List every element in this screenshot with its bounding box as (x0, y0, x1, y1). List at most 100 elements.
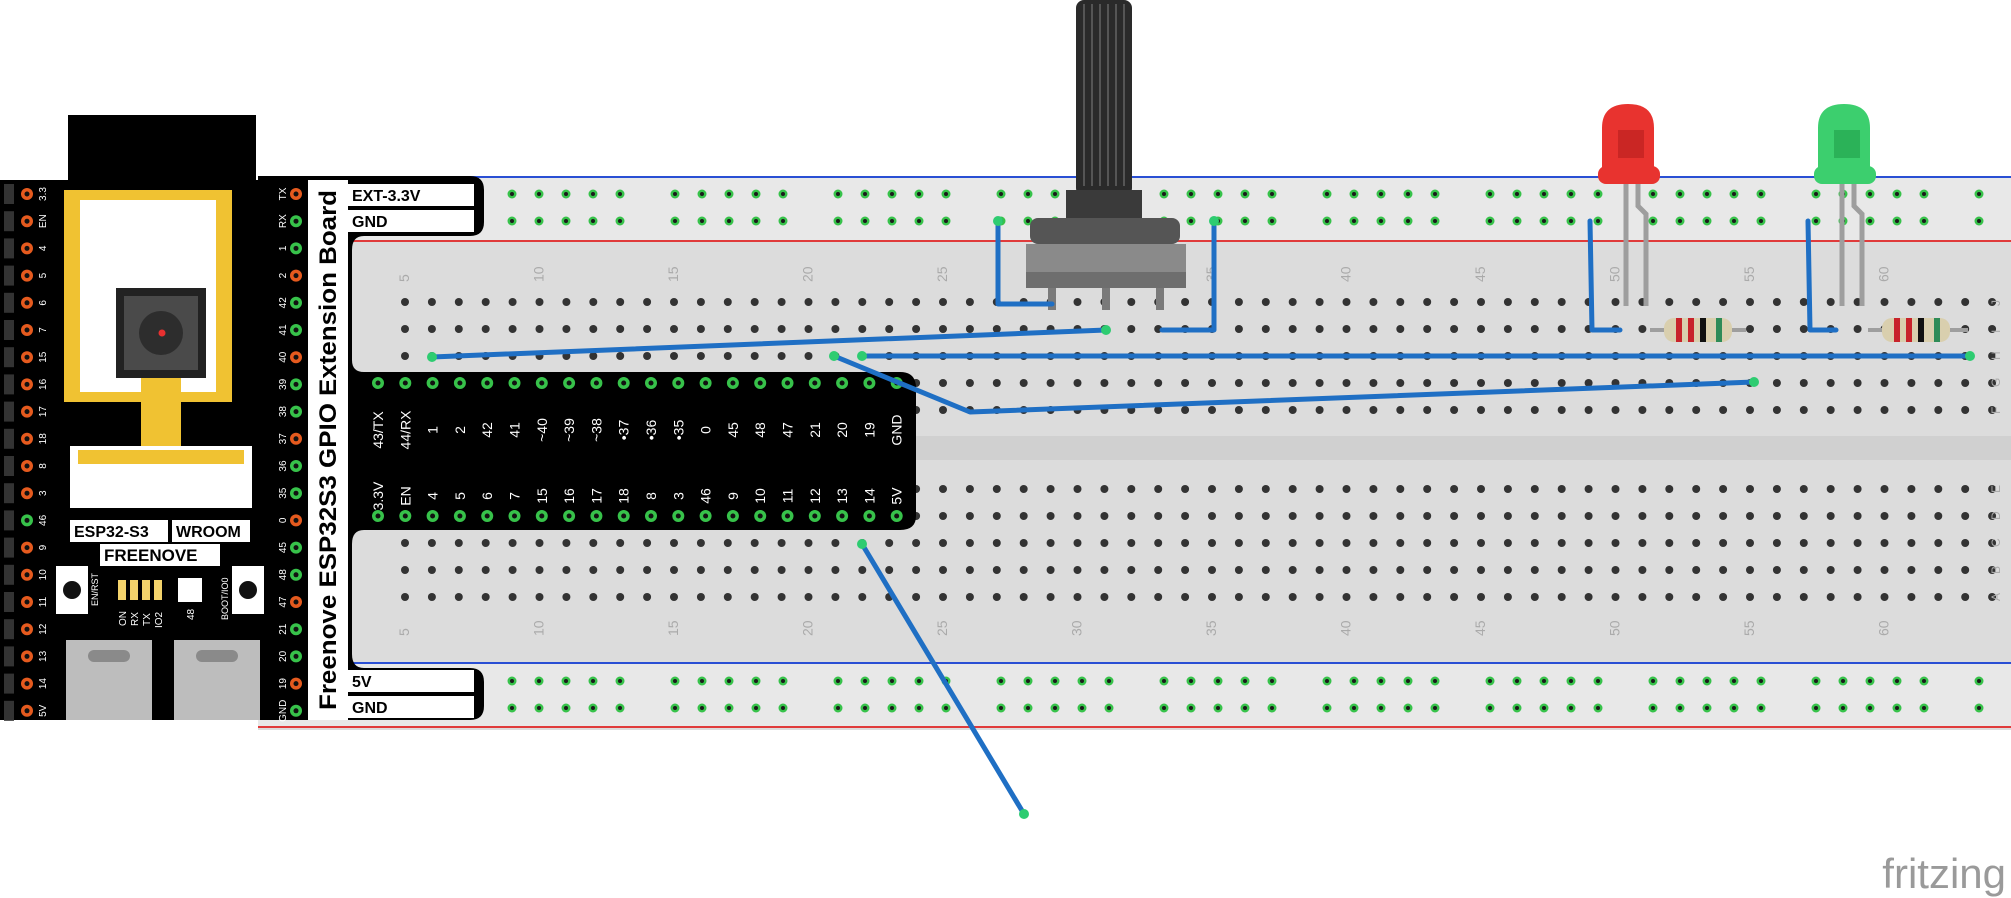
breadboard-hole[interactable] (1477, 512, 1485, 520)
breadboard-hole[interactable] (1530, 539, 1539, 547)
breadboard-hole[interactable] (1477, 485, 1485, 493)
breadboard-hole[interactable] (401, 352, 409, 360)
breadboard-hole[interactable] (1315, 593, 1324, 601)
breadboard-hole[interactable] (1100, 566, 1109, 574)
breadboard-hole[interactable] (1154, 406, 1163, 414)
breadboard-hole[interactable] (912, 566, 921, 574)
breadboard-hole[interactable] (939, 539, 947, 547)
breadboard-hole[interactable] (1477, 566, 1485, 574)
breadboard-hole[interactable] (1073, 566, 1082, 574)
breadboard-hole[interactable] (535, 566, 544, 574)
breadboard-hole[interactable] (992, 485, 1001, 493)
breadboard-hole[interactable] (1557, 325, 1566, 333)
breadboard-hole[interactable] (1665, 593, 1674, 601)
breadboard-hole[interactable] (643, 566, 652, 574)
breadboard-hole[interactable] (1261, 406, 1270, 414)
breadboard-hole[interactable] (562, 566, 571, 574)
breadboard-hole[interactable] (1503, 566, 1512, 574)
breadboard-hole[interactable] (1127, 379, 1136, 387)
breadboard-hole[interactable] (643, 352, 652, 360)
breadboard-hole[interactable] (1234, 539, 1243, 547)
breadboard-hole[interactable] (1288, 593, 1297, 601)
breadboard-hole[interactable] (858, 298, 867, 306)
breadboard-hole[interactable] (885, 298, 894, 306)
breadboard-hole[interactable] (1584, 485, 1593, 493)
breadboard-hole[interactable] (1692, 512, 1701, 520)
breadboard-hole[interactable] (1181, 593, 1190, 601)
breadboard-hole[interactable] (1557, 566, 1566, 574)
breadboard-hole[interactable] (1423, 298, 1432, 306)
breadboard-hole[interactable] (1100, 539, 1109, 547)
breadboard-hole[interactable] (777, 539, 786, 547)
breadboard-hole[interactable] (1315, 485, 1324, 493)
breadboard-hole[interactable] (912, 325, 921, 333)
breadboard-hole[interactable] (1288, 298, 1297, 306)
breadboard-hole[interactable] (1934, 485, 1943, 493)
breadboard-hole[interactable] (454, 566, 463, 574)
breadboard-hole[interactable] (992, 379, 1001, 387)
breadboard-hole[interactable] (777, 566, 786, 574)
breadboard-hole[interactable] (1638, 512, 1647, 520)
breadboard-hole[interactable] (1154, 539, 1163, 547)
breadboard-hole[interactable] (1772, 485, 1781, 493)
breadboard-hole[interactable] (1853, 406, 1862, 414)
breadboard-hole[interactable] (1934, 379, 1943, 387)
breadboard-hole[interactable] (696, 298, 705, 306)
breadboard-hole[interactable] (1019, 593, 1028, 601)
breadboard-hole[interactable] (562, 539, 571, 547)
breadboard-hole[interactable] (1880, 593, 1889, 601)
breadboard-hole[interactable] (1907, 593, 1916, 601)
breadboard-hole[interactable] (723, 593, 732, 601)
breadboard-hole[interactable] (1557, 485, 1566, 493)
breadboard-hole[interactable] (1746, 485, 1754, 493)
breadboard-hole[interactable] (1853, 539, 1862, 547)
breadboard-hole[interactable] (1530, 512, 1539, 520)
breadboard-hole[interactable] (1772, 325, 1781, 333)
breadboard-hole[interactable] (1692, 406, 1701, 414)
breadboard-hole[interactable] (1450, 512, 1459, 520)
breadboard-hole[interactable] (1907, 539, 1916, 547)
breadboard-hole[interactable] (670, 593, 678, 601)
breadboard-hole[interactable] (1450, 406, 1459, 414)
breadboard-hole[interactable] (1826, 566, 1835, 574)
breadboard-hole[interactable] (992, 566, 1001, 574)
breadboard-hole[interactable] (1611, 298, 1620, 306)
breadboard-hole[interactable] (1961, 298, 1970, 306)
breadboard-hole[interactable] (1799, 539, 1808, 547)
breadboard-hole[interactable] (1181, 566, 1190, 574)
breadboard-hole[interactable] (1046, 485, 1055, 493)
breadboard-hole[interactable] (616, 566, 625, 574)
breadboard-hole[interactable] (1853, 325, 1862, 333)
breadboard-hole[interactable] (1288, 512, 1297, 520)
breadboard-hole[interactable] (1611, 566, 1620, 574)
breadboard-hole[interactable] (1530, 593, 1539, 601)
breadboard-hole[interactable] (804, 539, 813, 547)
breadboard-hole[interactable] (1584, 566, 1593, 574)
breadboard-hole[interactable] (1934, 539, 1943, 547)
breadboard-hole[interactable] (1503, 539, 1512, 547)
breadboard-hole[interactable] (1423, 406, 1432, 414)
breadboard-hole[interactable] (831, 325, 840, 333)
breadboard-hole[interactable] (723, 539, 732, 547)
breadboard-hole[interactable] (1450, 539, 1459, 547)
breadboard-hole[interactable] (992, 539, 1001, 547)
breadboard-hole[interactable] (1772, 539, 1781, 547)
breadboard-hole[interactable] (1880, 485, 1889, 493)
breadboard-hole[interactable] (1181, 485, 1190, 493)
breadboard-hole[interactable] (1611, 485, 1620, 493)
breadboard-hole[interactable] (1961, 512, 1970, 520)
breadboard-hole[interactable] (992, 325, 1001, 333)
breadboard-hole[interactable] (1772, 566, 1781, 574)
breadboard-hole[interactable] (1396, 485, 1405, 493)
breadboard-hole[interactable] (589, 325, 598, 333)
breadboard-hole[interactable] (885, 539, 894, 547)
breadboard-hole[interactable] (427, 539, 436, 547)
breadboard-hole[interactable] (562, 593, 571, 601)
breadboard-hole[interactable] (858, 566, 867, 574)
breadboard-hole[interactable] (1638, 325, 1647, 333)
breadboard-hole[interactable] (1772, 593, 1781, 601)
breadboard-hole[interactable] (1100, 593, 1109, 601)
breadboard-hole[interactable] (939, 379, 947, 387)
breadboard-hole[interactable] (1988, 406, 1997, 414)
breadboard-hole[interactable] (1799, 512, 1808, 520)
